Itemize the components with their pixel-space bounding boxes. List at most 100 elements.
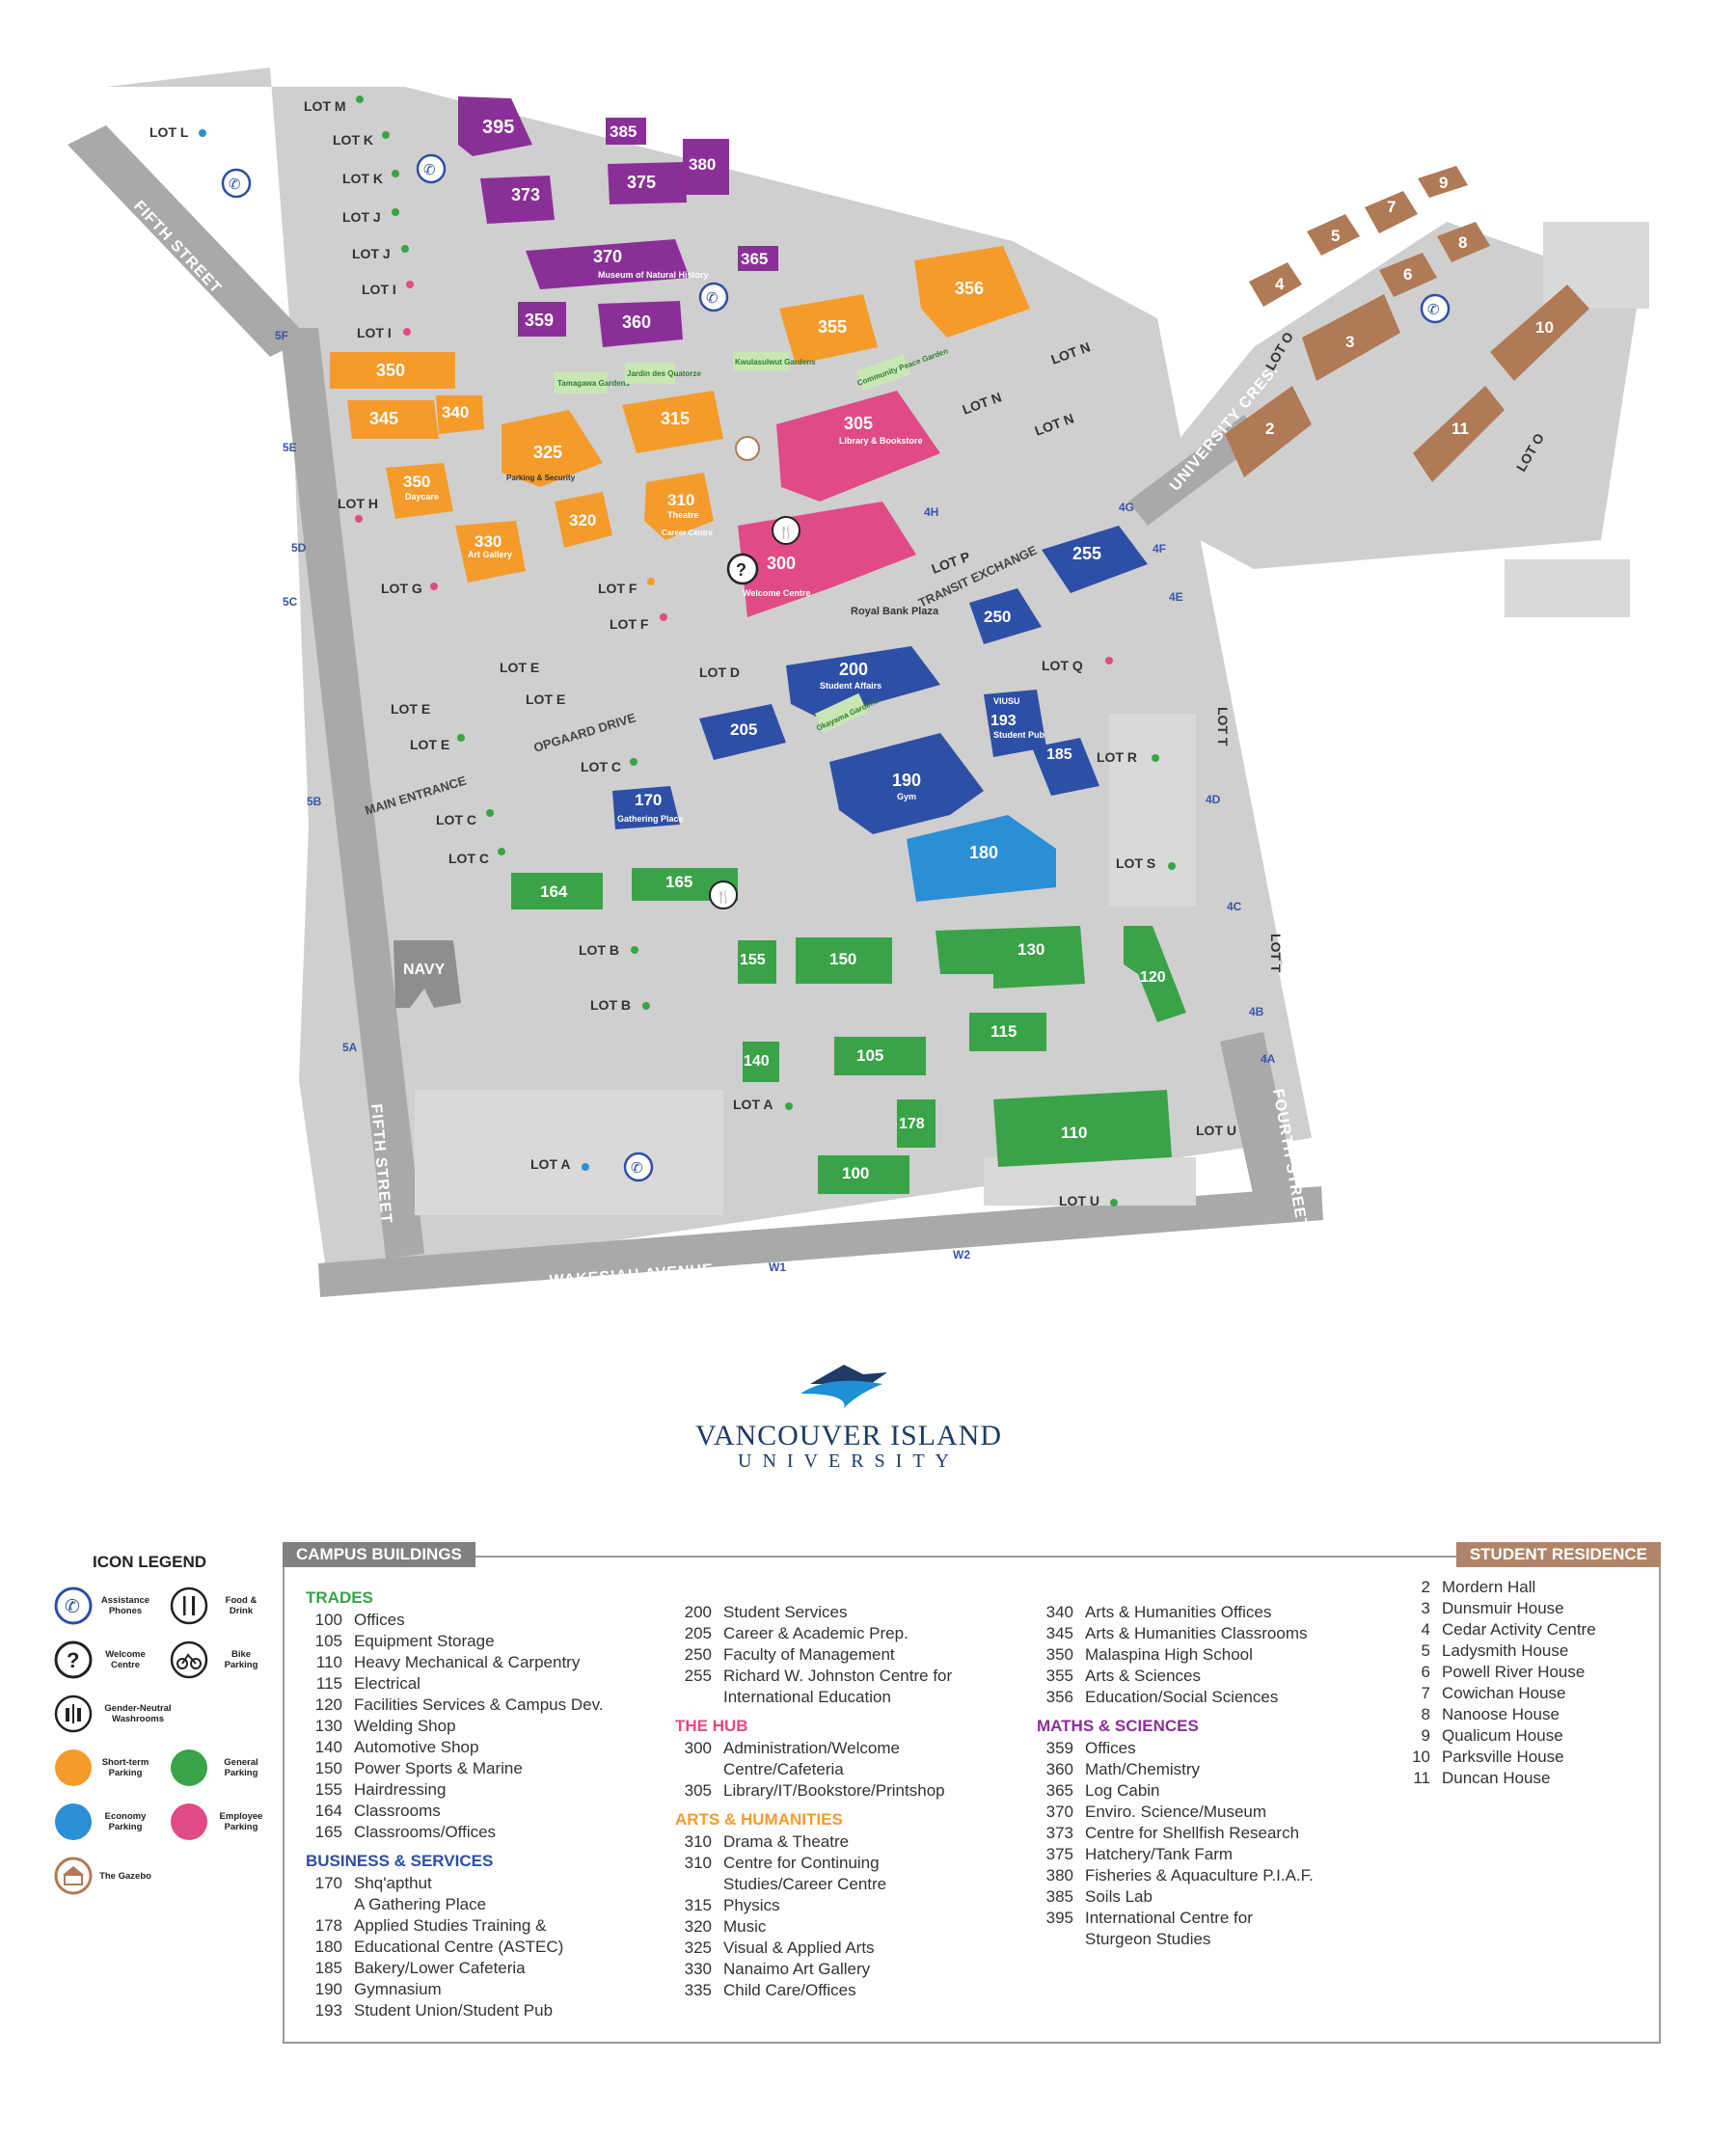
bike-icon [170, 1640, 208, 1679]
residence-7[interactable] [1365, 191, 1418, 233]
building-205[interactable] [699, 704, 786, 760]
building-325[interactable] [502, 410, 603, 487]
buildings-residence[interactable]: 2 3 4 5 6 7 8 9 10 11 [1225, 166, 1589, 482]
building-359[interactable] [518, 302, 566, 337]
residence-6-label: 6 [1403, 265, 1412, 284]
building-250[interactable] [969, 588, 1042, 644]
building-100[interactable] [818, 1155, 909, 1194]
building-name: Student Services [723, 1603, 848, 1621]
building-110[interactable] [993, 1090, 1172, 1167]
svg-text:✆: ✆ [65, 1597, 80, 1617]
general-dot [457, 734, 465, 742]
building-250-label: 250 [984, 608, 1011, 626]
building-140[interactable] [743, 1042, 779, 1082]
building-navy[interactable] [393, 940, 461, 1008]
residence-8[interactable] [1437, 222, 1490, 262]
section-arts-title: ARTS & HUMANITIES [675, 1810, 843, 1829]
building-115[interactable] [969, 1013, 1046, 1051]
building-number: 310 [684, 1854, 712, 1872]
food-icon[interactable]: 🍴 [772, 516, 800, 545]
building-name: Child Care/Offices [723, 1981, 856, 1999]
food-icon[interactable]: 🍴 [709, 881, 738, 909]
building-150[interactable] [796, 937, 892, 984]
phone-icon[interactable]: ✆ [1420, 293, 1451, 324]
building-373[interactable] [480, 176, 555, 224]
building-120-label: 120 [1140, 969, 1166, 986]
building-120[interactable] [1124, 926, 1186, 1022]
residence-4[interactable] [1249, 262, 1302, 307]
building-330[interactable] [455, 521, 526, 583]
residence-11[interactable] [1413, 386, 1505, 482]
building-130[interactable] [936, 926, 1085, 989]
building-310-label: 310 [667, 491, 694, 509]
building-365[interactable] [738, 246, 778, 271]
place-labels: Royal Bank Plaza Parking & Security Care… [506, 474, 1020, 706]
building-310[interactable] [644, 473, 714, 540]
building-155[interactable] [738, 940, 776, 984]
building-180[interactable] [907, 815, 1056, 902]
building-105[interactable] [834, 1037, 926, 1075]
phone-icon[interactable]: ✆ [698, 282, 729, 312]
building-320[interactable] [555, 492, 612, 548]
buildings-arts[interactable]: 355 356 350 345 340 325 315 350 Daycare … [330, 246, 1030, 583]
building-number: 350 [1045, 1645, 1073, 1664]
building-360[interactable] [598, 301, 683, 347]
buildings-maths[interactable]: 395 385 380 373 375 370 Museum of Natura… [458, 96, 778, 347]
buildings-trades[interactable]: 164 165 155 150 130 120 115 140 105 178 … [511, 868, 1186, 1194]
phone-icon[interactable]: ✆ [623, 1152, 654, 1182]
entrance-4a: 4A [1261, 1052, 1276, 1066]
entrance-w2: W2 [953, 1248, 970, 1261]
building-number: 170 [314, 1874, 342, 1892]
building-200[interactable] [786, 646, 940, 719]
building-178[interactable] [897, 1099, 936, 1148]
building-345[interactable] [347, 400, 439, 439]
building-164[interactable] [511, 873, 603, 909]
map-icons[interactable]: ✆ ✆ ✆ ✆ ✆ ? 🍴 🍴 [221, 153, 1451, 1182]
residence-9[interactable] [1418, 166, 1468, 198]
building-name: Welding Shop [354, 1717, 456, 1735]
section-business-title: BUSINESS & SERVICES [306, 1852, 494, 1870]
building-170[interactable] [612, 786, 680, 829]
lot-label: LOT U [1059, 1193, 1099, 1208]
building-356[interactable] [914, 246, 1030, 338]
building-380[interactable] [683, 139, 729, 195]
building-340[interactable] [436, 395, 484, 434]
building-193[interactable] [984, 690, 1046, 757]
general-dot [401, 245, 409, 253]
building-355[interactable] [779, 294, 878, 365]
building-395[interactable] [458, 96, 532, 156]
building-350b[interactable] [386, 463, 453, 519]
residence-6[interactable] [1379, 253, 1437, 297]
building-375[interactable] [608, 162, 687, 204]
residence-10[interactable] [1490, 285, 1589, 381]
phone-icon[interactable]: ✆ [221, 168, 252, 199]
building-185[interactable] [1032, 738, 1099, 796]
legend-gazebo: The Gazebo [53, 1856, 285, 1896]
phone-icon[interactable]: ✆ [416, 153, 447, 184]
residence-5[interactable] [1307, 214, 1360, 256]
building-350[interactable] [330, 352, 455, 389]
building-255[interactable] [1042, 526, 1148, 593]
building-315[interactable] [622, 391, 723, 453]
building-name: Enviro. Science/Museum [1085, 1803, 1267, 1821]
building-190[interactable] [829, 733, 984, 834]
building-370[interactable] [526, 239, 690, 289]
building-305[interactable] [776, 391, 940, 502]
buildings-business[interactable]: 255 250 200 Student Affairs 205 193 Stud… [612, 526, 1148, 902]
building-385[interactable] [606, 118, 646, 145]
building-name: Hatchery/Tank Farm [1085, 1845, 1234, 1863]
welcome-question-icon[interactable]: ? [726, 553, 759, 585]
campus-buildings-panel: CAMPUS BUILDINGS STUDENT RESIDENCE TRADE… [283, 1542, 1661, 2044]
building-number: 370 [1045, 1803, 1073, 1821]
residence-3[interactable] [1302, 294, 1400, 381]
logo-line1: VANCOUVER ISLAND [695, 1420, 1002, 1451]
residence-2[interactable] [1225, 386, 1312, 477]
